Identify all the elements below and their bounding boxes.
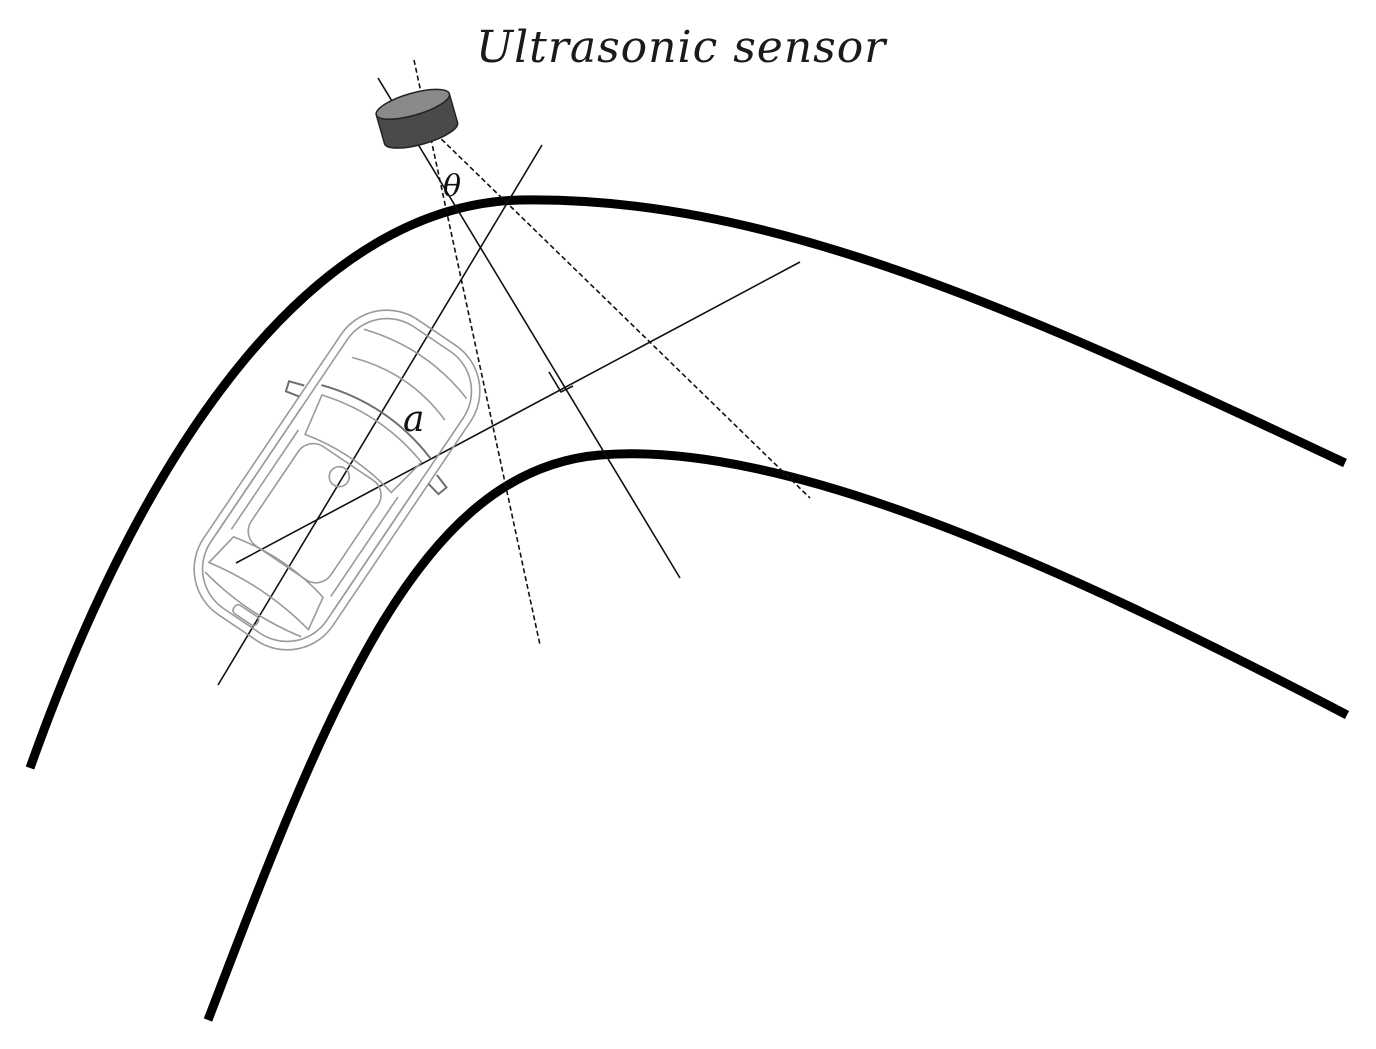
car-top-view-icon bbox=[193, 309, 481, 651]
a-label: a bbox=[403, 399, 424, 440]
car-heading-axis bbox=[217, 144, 543, 686]
beam-right-edge bbox=[429, 127, 811, 499]
diagram-title: Ultrasonic sensor bbox=[476, 22, 888, 73]
sensor-axis-line bbox=[377, 77, 681, 579]
beam-left-edge bbox=[413, 59, 541, 646]
road-inner-edge bbox=[203, 449, 1350, 1022]
road-outer-edge bbox=[25, 195, 1347, 770]
perpendicular-line bbox=[235, 261, 801, 564]
theta-label: θ bbox=[443, 169, 461, 204]
sensor-body bbox=[375, 92, 459, 149]
sensor-beams bbox=[377, 59, 811, 646]
ultrasonic-sensor-icon bbox=[375, 88, 459, 149]
right-angle-marker bbox=[548, 371, 574, 394]
sensor-top bbox=[375, 88, 451, 120]
